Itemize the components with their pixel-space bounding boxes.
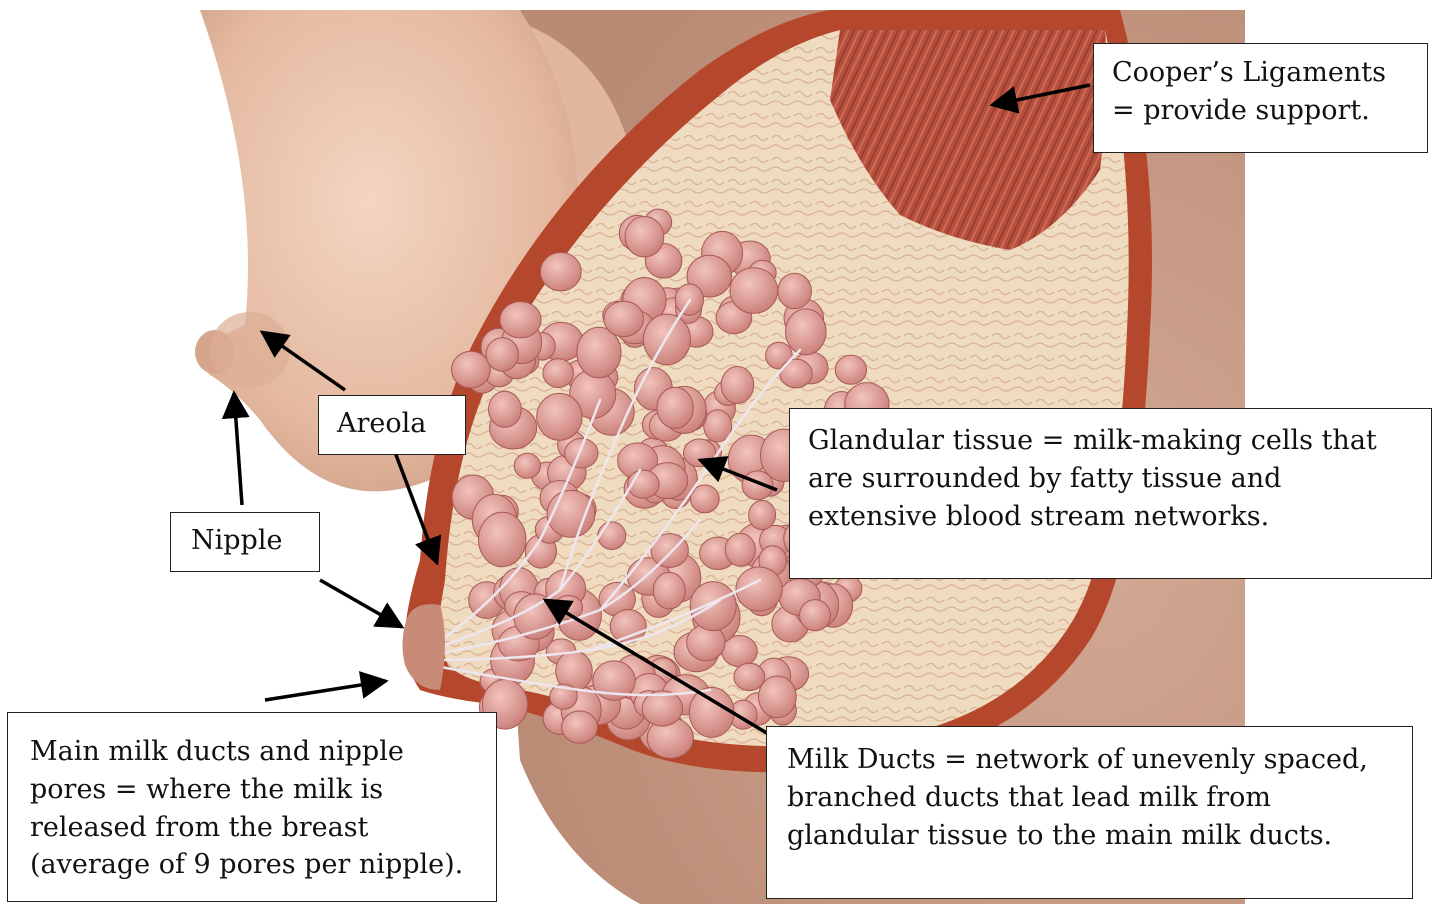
lobule <box>537 393 582 440</box>
lobule <box>725 533 755 566</box>
lobule <box>835 355 866 384</box>
label-glandular-tissue: Glandular tissue = milk-making cells tha… <box>789 408 1432 579</box>
label-main-milk-ducts: Main milk ducts and nipple pores = where… <box>7 712 497 902</box>
label-milk-ducts: Milk Ducts = network of unevenly spaced,… <box>766 726 1413 899</box>
label-line: Glandular tissue = milk-making cells tha… <box>808 422 1413 460</box>
lobule <box>800 600 831 631</box>
label-line: Main milk ducts and nipple <box>30 733 474 771</box>
lobule <box>689 687 734 737</box>
lobule <box>721 367 754 404</box>
left-nipple <box>195 312 290 388</box>
lobule <box>625 217 664 257</box>
label-line: are surrounded by fatty tissue and <box>808 460 1413 498</box>
label-line: extensive blood stream networks. <box>808 498 1413 536</box>
lobule <box>778 273 812 309</box>
arrow-main-ducts <box>265 681 386 700</box>
arrow-nipple-up <box>234 393 242 505</box>
label-nipple: Nipple <box>170 512 320 572</box>
lobule <box>780 359 812 388</box>
arrow-nipple-to-section <box>320 580 402 627</box>
lobule <box>479 512 526 566</box>
lobule <box>604 301 644 336</box>
lobule <box>690 582 736 631</box>
lobule <box>734 663 765 690</box>
lobule <box>547 490 595 537</box>
lobule <box>657 387 693 428</box>
lobule <box>543 359 573 388</box>
lobule <box>489 391 522 427</box>
lobule <box>598 522 626 550</box>
label-line: Nipple <box>191 522 299 560</box>
label-line: glandular tissue to the main milk ducts. <box>787 817 1392 855</box>
label-line: (average of 9 pores per nipple). <box>30 846 474 884</box>
label-line: Cooper’s Ligaments <box>1112 54 1409 92</box>
lobule <box>565 439 598 469</box>
label-areola: Areola <box>318 395 466 455</box>
label-line: = provide support. <box>1112 92 1409 130</box>
lobule <box>540 253 581 291</box>
lobule <box>653 572 685 609</box>
lobule <box>514 453 540 478</box>
lobule <box>643 314 690 365</box>
lobule <box>786 309 827 355</box>
lobule <box>486 338 518 372</box>
label-line: Milk Ducts = network of unevenly spaced, <box>787 741 1392 779</box>
lobule <box>759 676 797 718</box>
section-nipple <box>403 604 446 690</box>
label-line: pores = where the milk is <box>30 771 474 809</box>
lobule <box>452 351 491 388</box>
lobule <box>500 302 541 338</box>
label-line: released from the breast <box>30 809 474 847</box>
label-line: Areola <box>337 405 447 443</box>
lobule <box>730 268 778 314</box>
lobule <box>562 711 598 743</box>
label-line: branched ducts that lead milk from <box>787 779 1392 817</box>
lobule <box>749 500 776 529</box>
label-coopers-ligaments: Cooper’s Ligaments = provide support. <box>1093 43 1428 153</box>
